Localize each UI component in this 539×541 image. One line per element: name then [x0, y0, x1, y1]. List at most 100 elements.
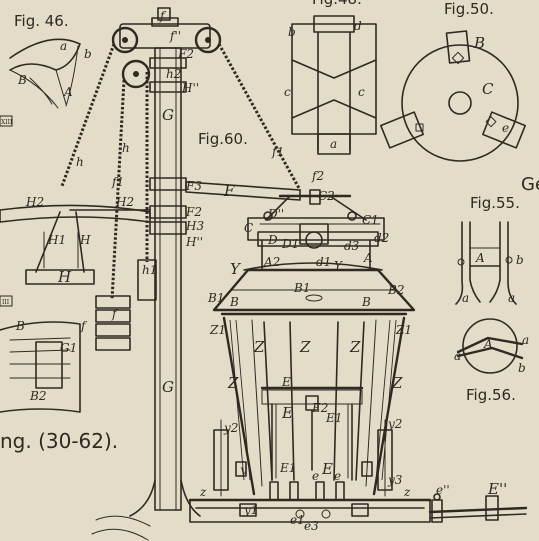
fig50-caption: Fig.50. — [444, 0, 494, 18]
fig60-label-A: A — [363, 251, 373, 265]
fig48-label-a: a — [330, 137, 337, 151]
fig46-label-a: a — [60, 39, 67, 53]
fig60-label-y1: y1 — [243, 503, 258, 517]
fig60-apparatus: C2 D'' C1 C D D1 d2 d3 d1 A2 A Y Y B1 B1… — [188, 189, 528, 533]
fig60-caption: Fig.60. — [198, 130, 248, 148]
fig60-label-e-prime: e'' — [436, 483, 450, 497]
fig60-label-F3: F3 — [185, 179, 202, 193]
fig46-label-b: b — [84, 47, 92, 61]
fig60-label-D2: D'' — [267, 207, 284, 221]
fig55-label-a-right: a — [508, 291, 515, 305]
fig60-label-D: D — [267, 233, 278, 247]
fig55-label-a-left: a — [462, 291, 469, 305]
fig60-label-E-inner: E — [281, 404, 293, 422]
fig46-drawing: Fig. 46. a b B A XIII — [0, 12, 92, 127]
fig46-badge: XIII — [1, 119, 13, 126]
fig55-label-A: A — [475, 251, 485, 265]
fig60-label-Z-c: Z — [349, 338, 361, 356]
fig60-label-z-2: z — [403, 485, 411, 499]
fig60-label-E-low: E — [321, 460, 333, 478]
left-label-B2: B2 — [29, 389, 46, 403]
fig46-label-B: B — [17, 73, 27, 87]
fig60-label-Y-mid: Y — [334, 259, 343, 273]
fig60-label-B1-left: B1 — [207, 291, 224, 305]
fig60-label-C1: C1 — [362, 213, 379, 227]
fig60-mast: f f'' F2 h2 H'' G G Fig.60. F3 F2 H3 H'' — [91, 7, 248, 541]
fig46-caption: Fig. 46. — [14, 12, 69, 30]
fig60-label-F2: F2 — [185, 205, 202, 219]
fig60-label-F: F — [223, 182, 235, 200]
fig60-label-Z-d: Z — [227, 374, 239, 392]
fig60-label-h-2: h — [122, 141, 130, 155]
fig60-label-E1-low: E1 — [279, 461, 296, 475]
left-label-f: f — [80, 319, 88, 333]
ref-caption: ng. (30-62). — [0, 429, 118, 453]
fig48-label-b1: b — [288, 25, 296, 39]
fig60-label-B2: B2 — [387, 283, 404, 297]
fig60-label-A2: A2 — [263, 255, 280, 269]
fig60-label-H: H — [57, 268, 72, 286]
fig60-arms: H2 H2 F H1 H H f h1 — [0, 181, 301, 351]
fig60-label-E2: E2 — [311, 401, 328, 415]
fig60-label-E1: E1 — [325, 411, 342, 425]
fig60-label-Z-a: Z — [253, 338, 265, 356]
fig60-label-f2-right: f2 — [311, 169, 324, 183]
fig60-label-H-bot: H'' — [185, 235, 203, 249]
fig60-label-y3: y3 — [387, 473, 403, 487]
fig60-label-y2-left: y2 — [223, 421, 238, 435]
fig56-label-a-left: a — [454, 349, 461, 363]
fig56-caption: Fig.56. — [466, 386, 516, 404]
fig60-label-f-top: f — [159, 9, 167, 23]
fig60-label-H2-arm: H2 — [115, 195, 134, 209]
fig56-label-A: A — [483, 337, 493, 351]
fig48-drawing: Fig.48. b d c c a — [284, 0, 377, 155]
fig46-label-A: A — [63, 85, 73, 99]
fig60-label-f-weight: f — [111, 307, 119, 321]
fig50-drawing: Fig.50. B C e Ge — [380, 0, 539, 195]
fig50-label-B: B — [473, 34, 485, 52]
fig60-label-d1: d1 — [316, 255, 331, 269]
fig60-label-h1: h1 — [142, 263, 157, 277]
fig60-label-C2: C2 — [318, 189, 335, 203]
fig60-label-d3: d3 — [344, 239, 360, 253]
fig60-label-h2: h2 — [166, 67, 181, 81]
fig60-label-f2-top: f'' — [169, 29, 181, 43]
fig60-label-e3: e3 — [304, 519, 319, 533]
fig60-label-H1-b: H — [79, 233, 91, 247]
fig50-label-e: e — [502, 121, 509, 135]
fig60-label-f1: f1 — [111, 175, 124, 189]
fig60-label-D1: D1 — [281, 237, 299, 251]
fig60-label-G-mast: G — [162, 106, 174, 124]
fig56-label-a-right: a — [522, 333, 529, 347]
edge-fragment-ge: Ge — [521, 174, 539, 195]
fig60-label-y2-right: y2 — [387, 417, 402, 431]
fig60-label-e: e — [312, 469, 319, 483]
fig60-label-H3: H3 — [185, 219, 204, 233]
fig60-label-Z-b: Z — [299, 338, 311, 356]
fig60-label-e1: e1 — [290, 513, 305, 527]
fig60-label-H2-top: H'' — [181, 81, 199, 95]
fig60-label-B-right: B — [361, 295, 371, 309]
fig60-label-f1-right: f1 — [271, 145, 284, 159]
fig48-label-c-right: c — [358, 85, 365, 99]
fig55-drawing: Fig.55. A b a a — [455, 194, 524, 305]
fig60-label-Z-e: Z — [391, 374, 403, 392]
fig60-label-B1-mid: B1 — [293, 281, 310, 295]
left-label-B: B — [15, 319, 25, 333]
fig60-label-Z1-left: Z1 — [209, 323, 226, 337]
fig60-label-d2: d2 — [374, 231, 389, 245]
fig48-caption: Fig.48. — [312, 0, 362, 8]
left-badge: III — [2, 299, 10, 306]
fig60-label-z: z — [199, 485, 207, 499]
fig48-label-c-left: c — [284, 85, 291, 99]
fig60-label-Y-left: Y — [230, 260, 242, 278]
fig56-drawing: a A a b Fig.56. — [454, 318, 529, 404]
fig50-label-C: C — [482, 80, 494, 98]
fig60-label-E-prime: E'' — [487, 480, 507, 498]
fig60-label-E: E — [281, 375, 291, 389]
fig60-label-B-left: B — [229, 295, 239, 309]
fig55-caption: Fig.55. — [470, 194, 520, 212]
left-label-G1: G1 — [60, 341, 77, 355]
fig60-label-H1: H1 — [47, 233, 66, 247]
